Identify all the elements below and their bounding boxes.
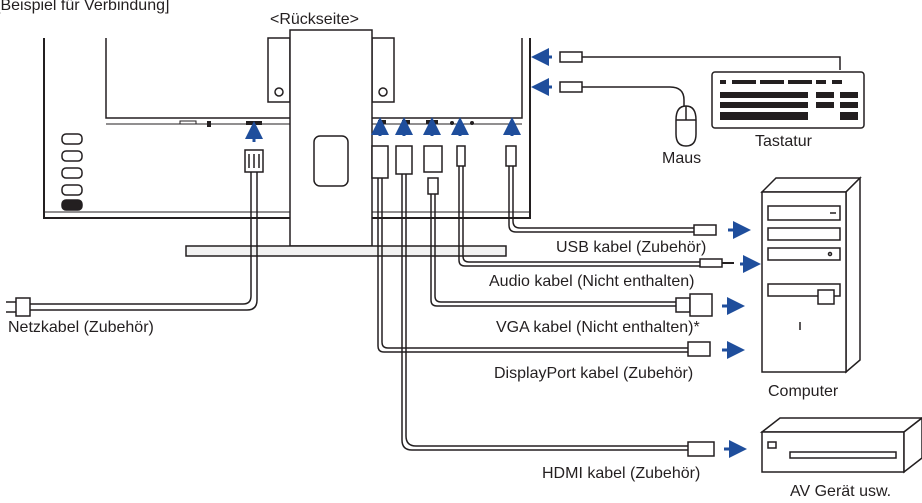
vga-cable-label: VGA kabel (Nicht enthalten)* [496, 319, 700, 336]
side-buttons [61, 133, 83, 211]
displayport-cable-label: DisplayPort kabel (Zubehör) [494, 365, 694, 382]
diagram-title: [Beispiel für Verbindung] [0, 0, 170, 14]
peripheral-arrows [531, 48, 552, 96]
av-device [759, 417, 922, 474]
mouse-label: Maus [662, 150, 702, 167]
usb-cable-label: USB kabel (Zubehör) [556, 239, 707, 256]
computer-tower [760, 176, 862, 374]
audio-cable-label: Audio kabel (Nicht enthalten) [489, 273, 695, 290]
computer-label: Computer [768, 383, 839, 400]
mouse [675, 105, 697, 147]
cables [6, 51, 841, 457]
hdmi-cable-label: HDMI kabel (Zubehör) [542, 465, 701, 482]
device-arrows [722, 221, 761, 458]
monitor-stand [185, 29, 507, 257]
keyboard-label: Tastatur [755, 133, 812, 150]
rear-view-label: <Rückseite> [270, 11, 359, 28]
keyboard [711, 71, 865, 129]
power-cable-label: Netzkabel (Zubehör) [8, 319, 154, 336]
port-arrows [245, 117, 521, 142]
av-device-label: AV Gerät usw. [790, 483, 892, 500]
